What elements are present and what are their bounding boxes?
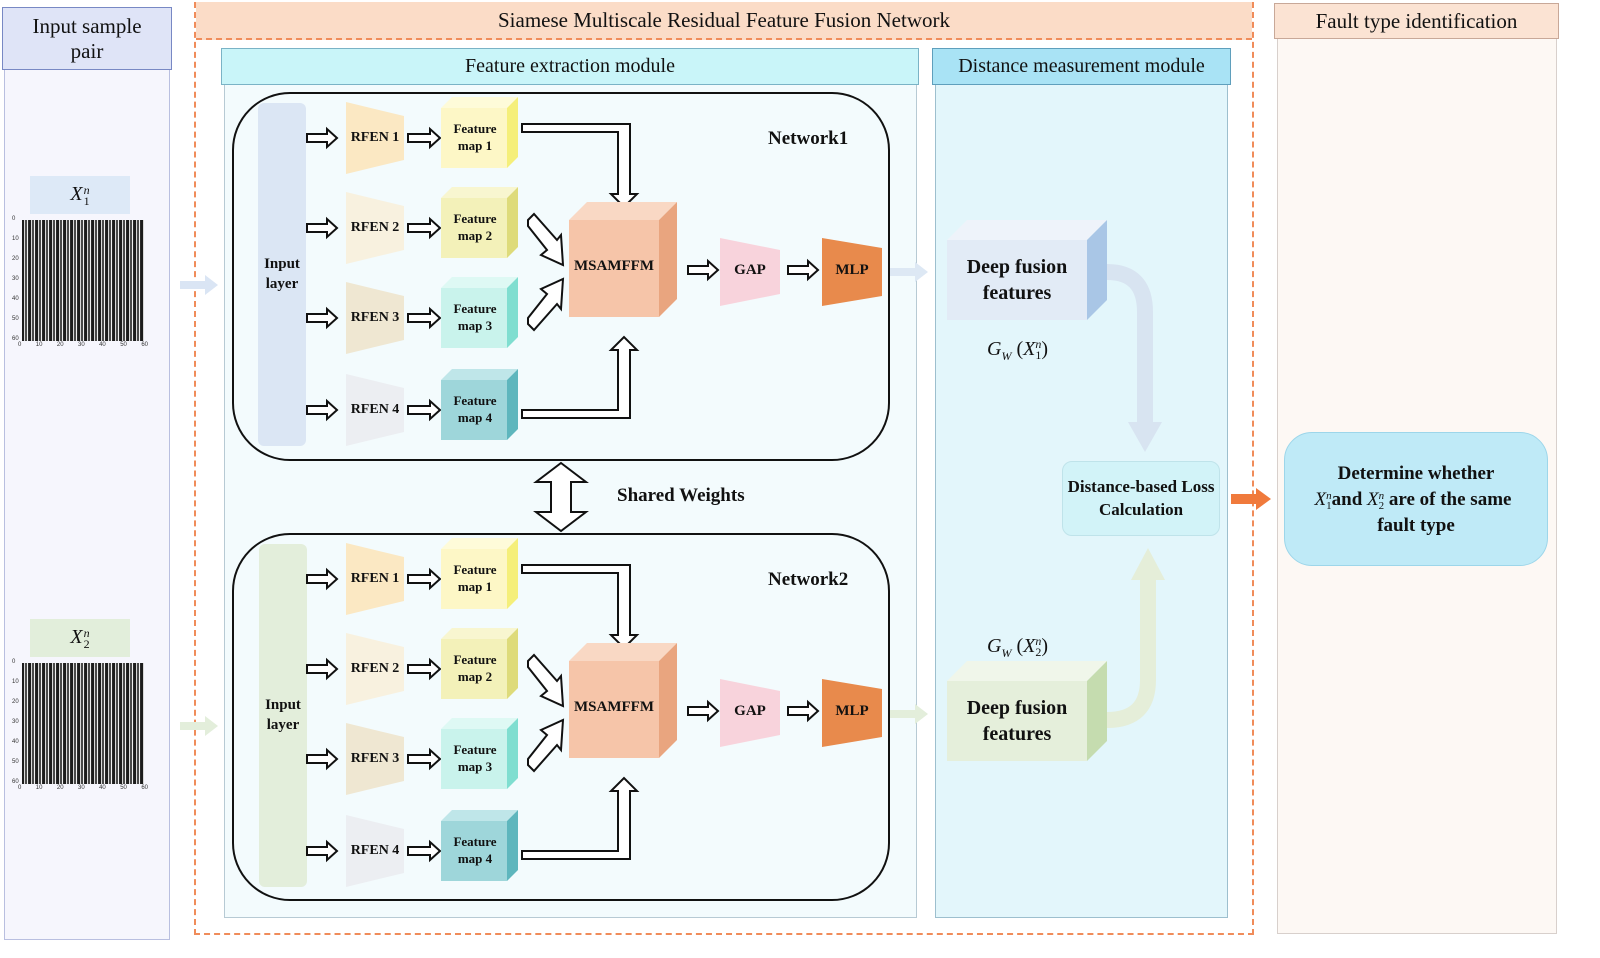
- network1-gap-text: GAP: [734, 261, 766, 278]
- network2-box: [232, 533, 890, 901]
- network1-feature-map2: Feature map 2: [441, 190, 518, 258]
- network2-rfen3-text: RFEN 3: [350, 751, 400, 766]
- network1-rfen4-text: RFEN 4: [350, 402, 400, 417]
- network1-rfen1-text: RFEN 1: [350, 130, 400, 145]
- deep-fusion-bottom-label: Deep fusion features: [966, 697, 1068, 745]
- network1-feature-map3: Feature map 3: [441, 280, 518, 348]
- network1-msamffm: MSAMFFM: [569, 202, 677, 317]
- network2-feature-map1-text: Feature map 1: [453, 562, 497, 594]
- network2-feature-map2-text: Feature map 2: [453, 652, 497, 684]
- network2-gap-text: GAP: [734, 702, 766, 719]
- network1-rfen2: RFEN 2: [346, 214, 404, 242]
- network1-feature-map4-text: Feature map 4: [453, 393, 497, 425]
- network2-feature-map3-text: Feature map 3: [453, 742, 497, 774]
- input-column-header: Input sample pair: [2, 7, 172, 70]
- network2-name: Network2: [768, 569, 849, 590]
- network1-name: Network1: [768, 128, 849, 149]
- feature-extraction-title: Feature extraction module: [465, 55, 675, 77]
- network1-feature-map1-text: Feature map 1: [453, 121, 497, 153]
- deep-fusion-features-top: Deep fusion features: [947, 224, 1107, 320]
- fault-header: Fault type identification: [1274, 3, 1559, 39]
- network2-feature-map1: Feature map 1: [441, 541, 518, 609]
- network1-gap: GAP: [720, 256, 780, 284]
- network2-msamffm-text: MSAMFFM: [574, 699, 654, 715]
- network1-feature-map4: Feature map 4: [441, 372, 518, 440]
- network2-rfen3: RFEN 3: [346, 745, 404, 773]
- distance-title: Distance measurement module: [958, 55, 1205, 77]
- network2-input-layer: Input layer: [259, 544, 307, 887]
- feature-extraction-header: Feature extraction module: [221, 48, 919, 85]
- network2-gap: GAP: [720, 697, 780, 725]
- network1-feature-map1: Feature map 1: [441, 100, 518, 168]
- network1-mlp: MLP: [822, 256, 882, 284]
- network1-feature-map3-text: Feature map 3: [453, 301, 497, 333]
- network1-rfen3-text: RFEN 3: [350, 310, 400, 325]
- network1-input-layer: Input layer: [258, 103, 306, 446]
- main-network-title: Siamese Multiscale Residual Feature Fusi…: [497, 7, 950, 32]
- network2-feature-map4: Feature map 4: [441, 813, 518, 881]
- loss-calculation-label: Distance-based Loss Calculation: [1067, 476, 1215, 519]
- network1-rfen2-text: RFEN 2: [350, 220, 400, 235]
- network2-feature-map2: Feature map 2: [441, 631, 518, 699]
- network2-msamffm: MSAMFFM: [569, 643, 677, 758]
- network2-rfen4: RFEN 4: [346, 837, 404, 865]
- network1-mlp-text: MLP: [835, 261, 869, 278]
- shared-weights-label: Shared Weights: [617, 485, 745, 506]
- network2-rfen1: RFEN 1: [346, 565, 404, 593]
- network2-rfen2: RFEN 2: [346, 655, 404, 683]
- deep-fusion-top-label: Deep fusion features: [966, 256, 1068, 304]
- input-column-title: Input sample pair: [32, 14, 142, 63]
- network1-input-layer-label: Input layer: [264, 256, 300, 292]
- network1-box: [232, 92, 890, 461]
- network2-mlp: MLP: [822, 697, 882, 725]
- network1-rfen1: RFEN 1: [346, 124, 404, 152]
- main-network-header: Siamese Multiscale Residual Feature Fusi…: [196, 2, 1252, 40]
- decision-line1: Determine whether: [1337, 463, 1495, 484]
- network1-msamffm-text: MSAMFFM: [574, 258, 654, 274]
- network1-rfen3: RFEN 3: [346, 304, 404, 332]
- network2-rfen4-text: RFEN 4: [350, 843, 400, 858]
- network2-mlp-text: MLP: [835, 702, 869, 719]
- decision-line3: fault type: [1377, 515, 1455, 536]
- distance-header: Distance measurement module: [932, 48, 1231, 85]
- network2-feature-map4-text: Feature map 4: [453, 834, 497, 866]
- sample-x1-image: [22, 220, 144, 341]
- fault-title: Fault type identification: [1315, 8, 1518, 33]
- network1-feature-map2-text: Feature map 2: [453, 211, 497, 243]
- sample-x2-image: [22, 663, 144, 784]
- network1-rfen4: RFEN 4: [346, 396, 404, 424]
- network2-rfen2-text: RFEN 2: [350, 661, 400, 676]
- network2-feature-map3: Feature map 3: [441, 721, 518, 789]
- loss-calculation-box: Distance-based Loss Calculation: [1062, 461, 1220, 536]
- network2-input-layer-label: Input layer: [265, 697, 301, 733]
- deep-fusion-features-bottom: Deep fusion features: [947, 665, 1107, 761]
- network2-rfen1-text: RFEN 1: [350, 571, 400, 586]
